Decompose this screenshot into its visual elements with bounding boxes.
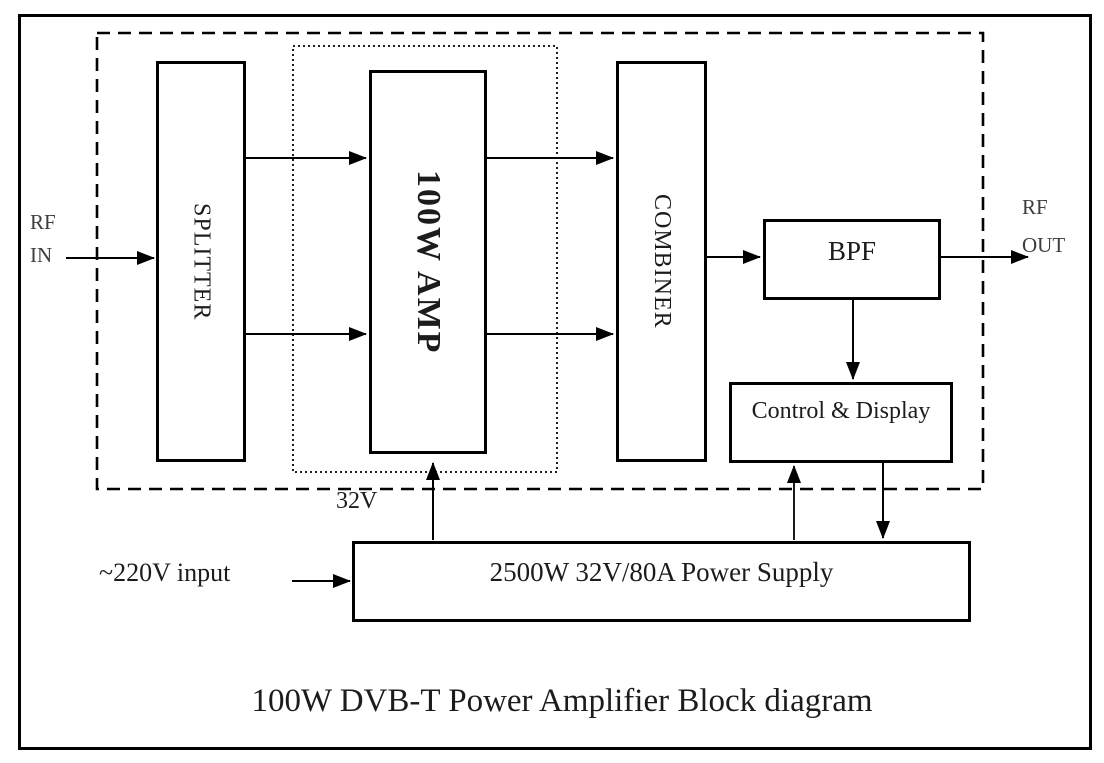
- bpf-label: BPF: [827, 236, 877, 266]
- amp-module-boundary-dotted: [292, 45, 558, 473]
- system-boundary-dashed: [95, 31, 985, 491]
- rail-32v-label: 32V: [336, 488, 378, 514]
- control-display-label: Control & Display: [751, 398, 931, 424]
- amp-label: 100W AMP: [410, 169, 447, 355]
- amp-block: 100W AMP: [369, 70, 487, 454]
- splitter-block: SPLITTER: [156, 61, 246, 462]
- power-supply-label: 2500W 32V/80A Power Supply: [489, 557, 834, 587]
- mains-input-label: ~220V input: [99, 558, 231, 587]
- power-supply-block: 2500W 32V/80A Power Supply: [352, 541, 971, 622]
- diagram-title: 100W DVB-T Power Amplifier Block diagram: [251, 683, 873, 719]
- page-border: [18, 14, 1092, 750]
- control-display-block: Control & Display: [729, 382, 953, 463]
- combiner-block: COMBINER: [616, 61, 707, 462]
- rf-out-label: RF OUT: [1022, 195, 1066, 257]
- splitter-label: SPLITTER: [188, 202, 215, 321]
- bpf-block: BPF: [763, 219, 941, 300]
- combiner-label: COMBINER: [649, 194, 675, 329]
- rf-in-label: RF IN: [30, 210, 56, 267]
